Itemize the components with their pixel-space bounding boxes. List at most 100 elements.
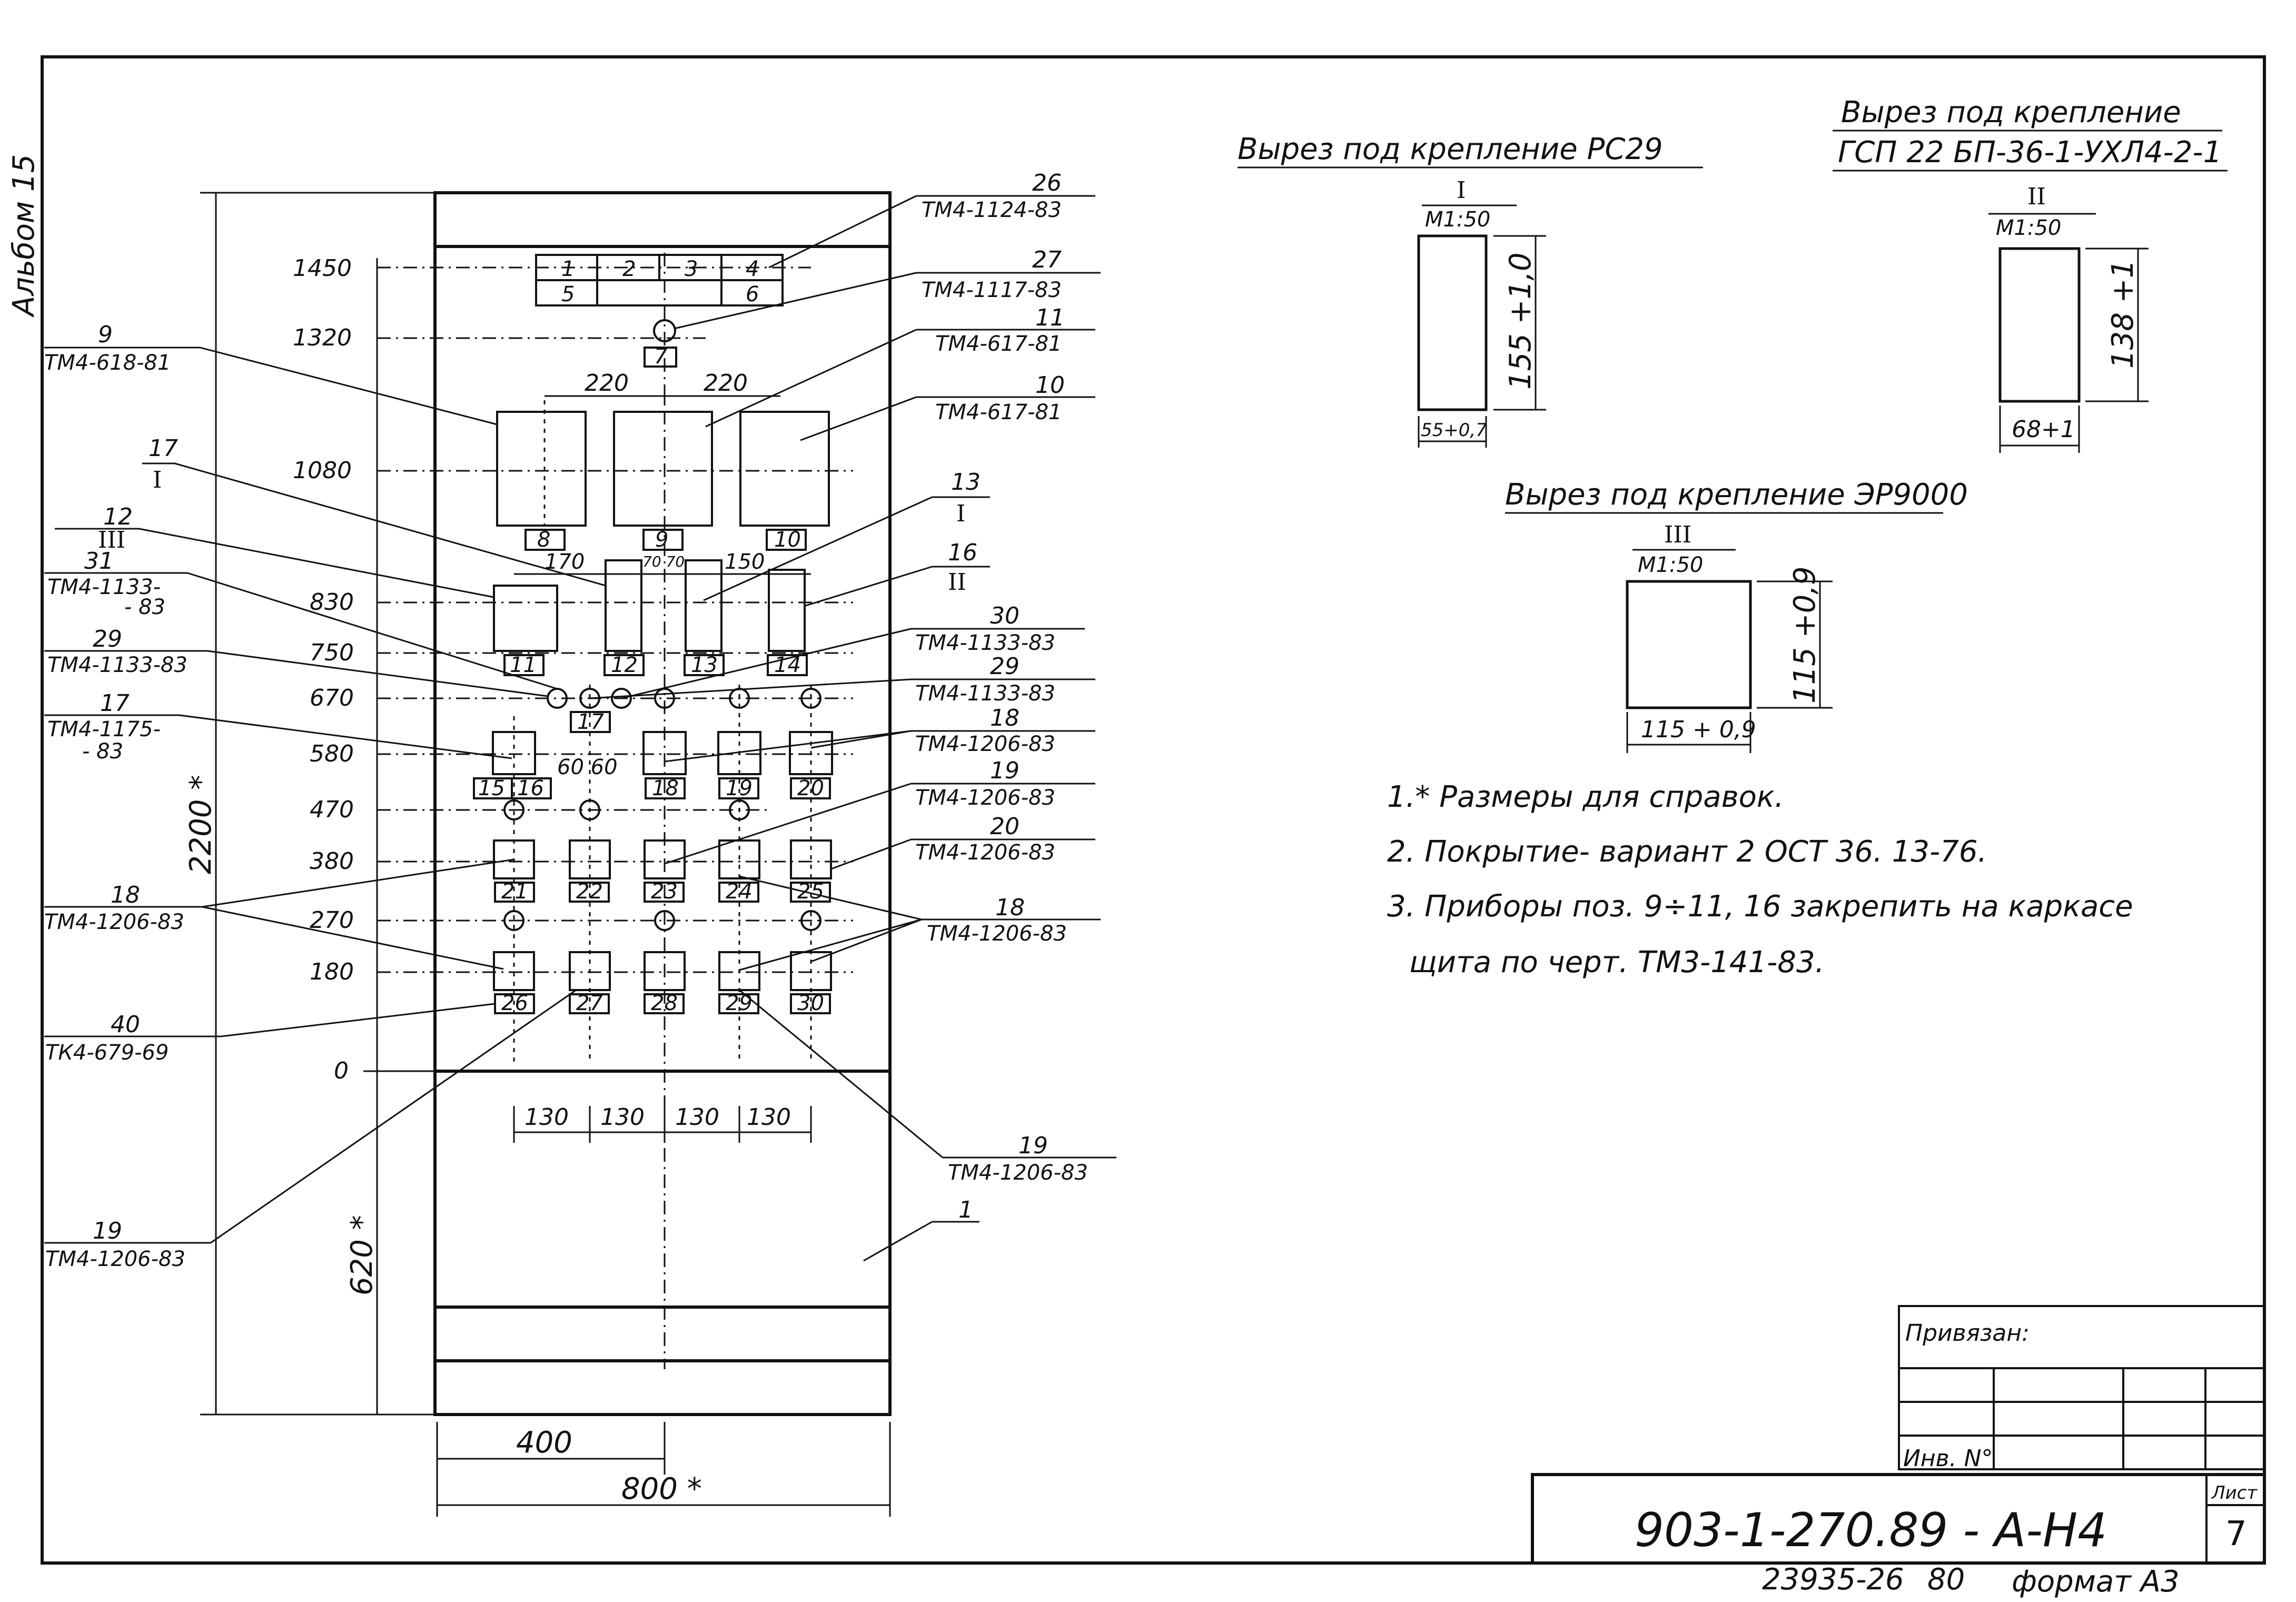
sheet-number: 7 [2225,1515,2247,1554]
elev-830: 830 [310,589,354,616]
instrument-14 [768,569,806,652]
callout-9-num: 9 [98,321,113,348]
sheet-frame [41,55,2266,1565]
cutout-1-width: 55+0,7 [1421,420,1487,441]
cutout-detail-1: Вырез под крепление РС29 I М1:50 155 +1,… [1238,132,1703,448]
pos-28: 28 [651,991,678,1015]
device-20 [789,731,833,775]
callout-r13-num: 13 [951,469,981,496]
cutout-3-height: 115 +0,9 [1788,566,1822,704]
device-15-16 [492,731,536,775]
elev-180: 180 [310,958,354,985]
pos-4: 4 [746,257,759,281]
panel-outline [433,191,892,1416]
callout-r18b-doc: ТМ4-1206-83 [927,922,1067,946]
device-19 [717,731,761,775]
callout-r20-doc: ТМ4-1206-83 [915,840,1055,865]
pos-10: 10 [774,528,801,552]
dim-130-c: 130 [675,1104,719,1131]
cutout-2-height: 138 +1 [2106,260,2140,369]
callout-r27-doc: ТМ4-1117-83 [922,278,1062,302]
cutout-1-height: 155 +1,0 [1503,252,1538,390]
pos-8: 8 [537,528,550,552]
callout-r19-num: 19 [990,757,1020,784]
dim-150: 150 [725,550,765,574]
dim-130-a: 130 [524,1104,569,1131]
pos-15: 15 [478,776,505,800]
cutout-1-roman: I [1457,177,1466,204]
elev-0: 0 [334,1057,349,1084]
format-label: формат А3 [2012,1565,2180,1599]
note-1: 1.* Размеры для справок. [1387,780,1784,814]
callout-r1-num: 1 [958,1196,973,1223]
instrument-13 [685,559,723,652]
pos-13: 13 [691,653,718,677]
cutout-detail-3: Вырез под крепление ЭР9000 III М1:50 115… [1505,478,1968,753]
callout-9-doc: ТМ4-618-81 [44,351,171,375]
elev-580: 580 [310,740,354,767]
callout-19-num: 19 [93,1218,122,1244]
cutout-2-title2: ГСП 22 БП-36-1-УХЛ4-2-1 [1838,135,2222,170]
callout-17-sub: I [153,467,162,493]
callout-r27-num: 27 [1032,246,1062,273]
elev-750: 750 [310,639,354,666]
pos-30: 30 [797,991,824,1015]
callout-12-sub: III [98,527,125,553]
callout-r16-sub: II [948,569,966,596]
pos-22: 22 [576,879,603,904]
dim-60-60: 60 60 [557,755,618,779]
pos-29: 29 [726,991,753,1015]
callout-31-num: 31 [84,548,114,575]
callouts-left: 9 ТМ4-618-81 17 I 12 III 31 ТМ4-1133- - … [44,321,606,1271]
note-2: 2. Покрытие- вариант 2 ОСТ 36. 13-76. [1387,835,1987,869]
dim-70-70: 70 70 [642,553,685,570]
callout-r18-doc: ТМ4-1206-83 [915,732,1055,756]
callout-r29-doc: ТМ4-1133-83 [915,681,1055,706]
device-18 [642,731,687,775]
callout-r20-num: 20 [990,813,1020,840]
panel-front-view: 1 2 3 4 5 6 7 8 9 10 220 220 11 12 [184,191,892,1517]
notes: 1.* Размеры для справок. 2. Покрытие- ва… [1387,780,2133,980]
bound-label: Привязан: [1905,1320,2030,1347]
callout-17b-num: 17 [100,690,130,717]
callout-18-num: 18 [111,882,140,908]
pos-19: 19 [726,776,753,800]
album-label: Альбом 15 [7,154,41,318]
lamp-7 [653,319,676,342]
callout-r29-num: 29 [990,653,1020,680]
callout-r19b-doc: ТМ4-1206-83 [948,1161,1088,1185]
pos-23: 23 [651,879,678,904]
cutout-2-scale: М1:50 [1996,216,2061,240]
title-block: Привязан: Инв. N° 903-1-270.89 - А-Н4 Ли… [1531,1305,2266,1599]
cutout-3-width: 115 + 0,9 [1641,716,1756,743]
instrument-11 [493,585,558,652]
elev-670: 670 [310,685,354,711]
pos-17: 17 [577,710,604,734]
pos-6: 6 [746,282,759,306]
callout-31-doc: ТМ4-1133- [47,575,161,599]
pos-3: 3 [685,257,698,281]
callout-r18b-num: 18 [995,894,1025,921]
pos-9: 9 [655,528,668,552]
callout-18-doc: ТМ4-1206-83 [44,910,184,934]
pos-12: 12 [611,653,638,677]
cutout-3-title: Вырез под крепление ЭР9000 [1505,478,1968,512]
callout-r18-num: 18 [990,705,1020,731]
pos-7: 7 [654,344,668,369]
pos-11: 11 [510,653,537,677]
pos-21: 21 [501,879,528,904]
dim-220-b: 220 [704,370,748,397]
pos-20: 20 [797,776,824,800]
elev-1450: 1450 [293,255,352,282]
elev-380: 380 [310,848,354,875]
elev-470: 470 [310,796,354,823]
pos-1: 1 [561,257,575,281]
cutout-1-title: Вырез под крепление РС29 [1238,132,1663,166]
dim-220-a: 220 [585,370,629,397]
note-3: 3. Приборы поз. 9÷11, 16 закрепить на ка… [1387,889,2133,924]
callout-r11-doc: ТМ4-617-81 [935,332,1062,356]
callout-r13-sub: I [956,500,965,527]
pos-5: 5 [561,282,575,306]
instrument-8 [496,411,587,527]
